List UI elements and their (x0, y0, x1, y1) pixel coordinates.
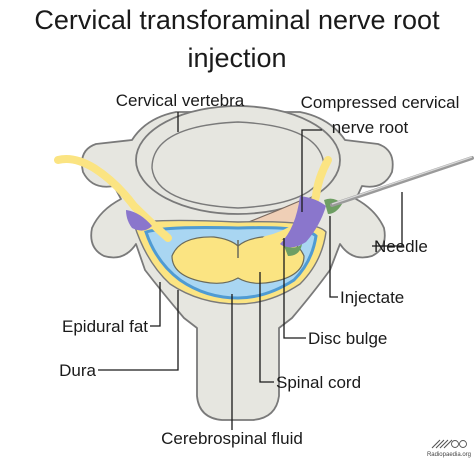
label-epidural-fat: Epidural fat (62, 317, 148, 336)
watermark-site: Radiopaedia.org (427, 452, 471, 458)
leader-injectate (329, 216, 338, 298)
leader-spinal-cord (259, 272, 274, 383)
needle-highlight (331, 156, 473, 205)
vertebral-body (135, 105, 341, 215)
title-line-2: injection (187, 43, 287, 73)
label-needle: Needle (374, 237, 428, 256)
radiopaedia-watermark: Radiopaedia.org (427, 439, 471, 458)
leader-needle (372, 192, 403, 247)
watermark-hatch-logo (431, 439, 453, 449)
leader-dura (98, 290, 179, 371)
label-dura: Dura (59, 361, 96, 380)
injectate-green-lower (284, 244, 302, 256)
label-csf: Cerebrospinal fluid (161, 429, 303, 448)
injectate-purple (280, 196, 326, 248)
injectate-purple-left (126, 210, 152, 231)
spinal-cord (171, 236, 305, 284)
label-spinal-cord: Spinal cord (276, 373, 361, 392)
cc-license-icon (451, 440, 459, 448)
title-line-1: Cervical transforaminal nerve root (34, 5, 440, 35)
label-injectate: Injectate (340, 288, 404, 307)
label-cervical-vertebra: Cervical vertebra (116, 91, 245, 110)
leader-lines (98, 112, 403, 430)
left-nerve-root (54, 155, 172, 242)
leader-epidural-fat (150, 282, 161, 327)
label-compressed-root-line1: Compressed cervical (301, 93, 460, 112)
leader-compressed-root (301, 129, 322, 212)
label-compressed-root-line2: nerve root (332, 118, 409, 137)
needle (330, 156, 474, 207)
by-license-icon (459, 440, 467, 448)
label-disc-bulge: Disc bulge (308, 329, 387, 348)
leader-disc-bulge (283, 238, 306, 339)
